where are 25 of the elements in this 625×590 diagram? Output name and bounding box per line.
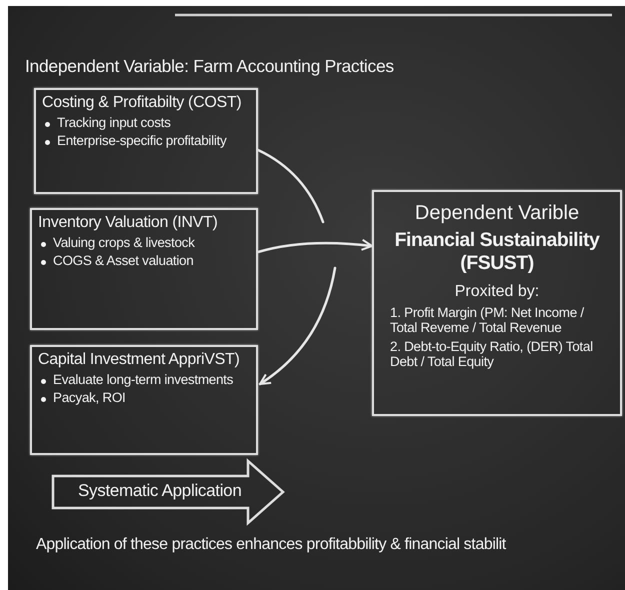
proxy-item: 2. Debt-to-Equity Ratio, (DER) Total Debt / Total Equity	[389, 339, 594, 369]
practice-box	[34, 88, 258, 194]
dependent-label: Dependent Varible	[414, 202, 580, 225]
curved-line	[256, 148, 324, 224]
bullet-item: Evaluate long-term investments	[38, 372, 250, 387]
bullet-item: Enterprise-specific profitability	[42, 133, 250, 148]
box-heading: Capital Investment AppriVST)	[38, 351, 240, 369]
practice-box	[30, 345, 258, 455]
arrow-label: Systematic Application	[78, 481, 242, 501]
bullet-item: Tracking input costs	[42, 115, 250, 130]
proxy-heading: Proxited by:	[454, 283, 540, 301]
curved-arrow	[258, 266, 336, 386]
proxy-item: 1. Profit Margin (PM: Net Income / Total Reveme / Total Revenue	[389, 305, 585, 335]
variable-title: Financial Sustainability (FSUST)	[394, 229, 601, 275]
caption: Application of these practices enhances profitabbility & financial stabilit	[36, 536, 506, 554]
curved-arrow	[256, 238, 374, 254]
bullet-item: Pacyak, ROI	[38, 390, 250, 405]
bullet-item: COGS & Asset valuation	[38, 253, 250, 268]
practice-box	[30, 208, 258, 330]
box-heading: Inventory Valuation (INVT)	[38, 214, 219, 232]
heading: Independent Variable: Farm Accounting Practices	[25, 56, 394, 77]
bullet-item: Valuing crops & livestock	[38, 235, 250, 250]
variable-box	[372, 190, 622, 416]
block-arrow	[52, 460, 284, 524]
box-heading: Costing & Profitabilty (COST)	[42, 94, 242, 112]
